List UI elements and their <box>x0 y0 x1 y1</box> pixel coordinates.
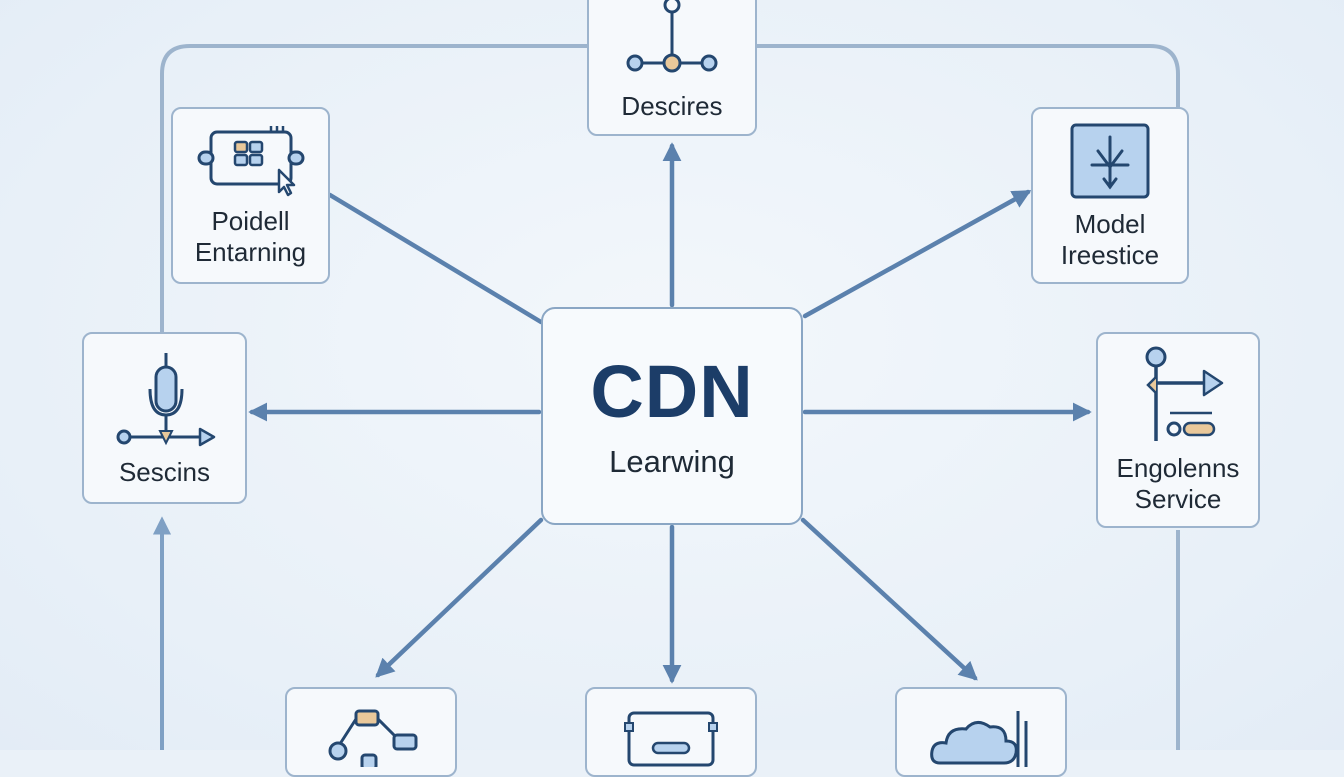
outer-loop <box>152 44 1180 750</box>
arrow-to-top-right <box>802 189 1032 319</box>
workflow-icon <box>328 709 418 767</box>
node-bottom-right[interactable] <box>895 687 1067 777</box>
node-top-right[interactable]: Model Ireestice <box>1031 107 1189 284</box>
model-panel-icon <box>1070 123 1150 198</box>
line-from-top-left <box>327 192 544 325</box>
loop-top-left <box>160 44 588 332</box>
chip-cursor-icon <box>197 125 304 196</box>
node-top-left-label: Poidell Entarning <box>194 205 307 267</box>
hub-connectors <box>248 142 1092 684</box>
node-left[interactable]: Sescins <box>82 332 247 504</box>
cloud-chart-icon <box>930 711 1028 767</box>
signpost-icon <box>1145 346 1224 441</box>
board-icon <box>624 711 718 767</box>
node-top-right-label: Model Ireestice <box>1060 208 1160 270</box>
hub-title: CDN <box>590 350 754 433</box>
arrow-to-bottom-right <box>800 517 978 681</box>
microphone-flow-icon <box>116 352 215 446</box>
node-top-label: Descires <box>621 91 723 121</box>
hub-subtitle: Learwing <box>609 444 735 479</box>
node-top-left[interactable]: Poidell Entarning <box>171 107 330 284</box>
node-right-label: Engolenns Service <box>1116 453 1240 514</box>
node-top[interactable]: Descires <box>587 0 757 136</box>
node-graph-icon <box>626 0 718 73</box>
connector-layer <box>152 44 1180 750</box>
node-right[interactable]: Engolenns Service <box>1096 332 1260 528</box>
arrow-to-bottom-left <box>375 517 544 678</box>
node-bottom[interactable] <box>585 687 757 777</box>
node-bottom-left[interactable] <box>285 687 457 777</box>
node-left-label: Sescins <box>118 456 211 487</box>
hub-node[interactable]: CDN Learwing <box>541 307 803 525</box>
loop-top-right <box>757 44 1180 108</box>
